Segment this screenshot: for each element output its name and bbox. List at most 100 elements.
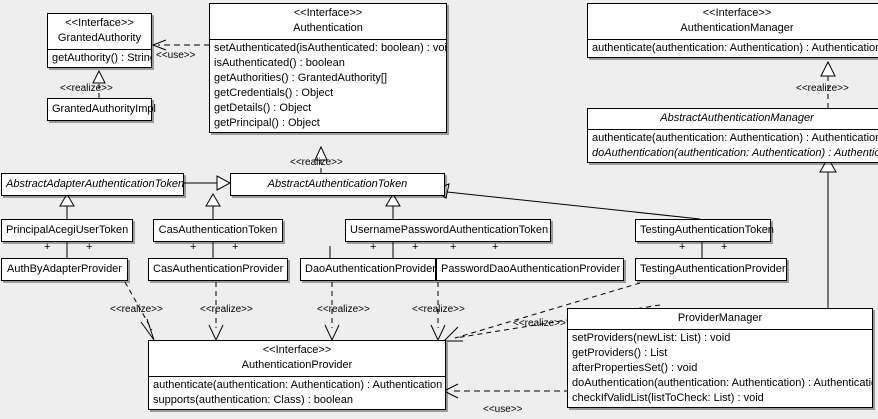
- operation: isAuthenticated() : boolean: [214, 57, 345, 69]
- divider: [210, 39, 446, 40]
- assoc-plus-1: +: [44, 241, 51, 253]
- operation: supports(authentication: Class) : boolea…: [153, 394, 353, 406]
- assoc-plus-6: +: [412, 241, 419, 253]
- class-header: <<Interface>> AuthenticationProvider: [149, 341, 445, 376]
- label-use-providermanager: <<use>>: [483, 404, 523, 415]
- operation: getAuthorities() : GrantedAuthority[]: [214, 72, 388, 84]
- operation: authenticate(authentication: Authenticat…: [592, 132, 878, 144]
- label-realize-providermanager: <<realize>>: [513, 318, 566, 329]
- class-header: AbstractAuthenticationManager: [588, 109, 878, 129]
- class-abstract-authentication-manager[interactable]: AbstractAuthenticationManager authentica…: [587, 108, 878, 163]
- class-name: CasAuthenticationProvider: [153, 263, 284, 275]
- divider: [149, 376, 445, 377]
- class-testing-authentication-provider[interactable]: TestingAuthenticationProvider: [635, 258, 787, 281]
- class-name: GrantedAuthorityImpl: [52, 103, 156, 115]
- class-abstract-adapter-authentication-token[interactable]: AbstractAdapterAuthenticationToken: [1, 173, 184, 196]
- class-authentication-provider[interactable]: <<Interface>> AuthenticationProvider aut…: [148, 340, 446, 410]
- operations-compartment: authenticate(authentication: Authenticat…: [588, 40, 878, 57]
- operation: getPrincipal() : Object: [214, 117, 320, 129]
- operation: setProviders(newList: List) : void: [572, 332, 731, 344]
- operation: afterPropertiesSet() : void: [572, 362, 698, 374]
- operations-compartment: setProviders(newList: List) : void getPr…: [568, 330, 872, 407]
- class-header: <<Interface>> AuthenticationManager: [588, 4, 878, 39]
- class-username-password-authentication-token[interactable]: UsernamePasswordAuthenticationToken: [345, 219, 551, 242]
- class-name: TestingAuthenticationProvider: [640, 263, 786, 275]
- operation: setAuthenticated(isAuthenticated: boolea…: [214, 42, 446, 54]
- class-cas-authentication-token[interactable]: CasAuthenticationToken: [153, 219, 283, 242]
- assoc-plus-7: +: [450, 241, 457, 253]
- operations-compartment: setAuthenticated(isAuthenticated: boolea…: [210, 40, 446, 132]
- class-cas-authentication-provider[interactable]: CasAuthenticationProvider: [148, 258, 288, 281]
- label-realize-authbyadapterprovider: <<realize>>: [110, 304, 163, 315]
- class-name: DaoAuthenticationProvider: [305, 263, 436, 275]
- class-header: AuthByAdapterProvider: [2, 259, 127, 280]
- class-header: UsernamePasswordAuthenticationToken: [346, 220, 550, 241]
- operation: authenticate(authentication: Authenticat…: [592, 42, 878, 54]
- label-realize-abstractauthenticationmanager: <<realize>>: [796, 83, 849, 94]
- class-abstract-authentication-token[interactable]: AbstractAuthenticationToken: [230, 173, 445, 196]
- assoc-plus-2: +: [86, 241, 93, 253]
- label-realize-daoauthenticationprovider: <<realize>>: [317, 304, 370, 315]
- assoc-plus-9: +: [679, 241, 686, 253]
- assoc-plus-3: +: [190, 241, 197, 253]
- divider: [588, 129, 878, 130]
- class-name: CasAuthenticationToken: [158, 224, 278, 236]
- class-authentication-manager[interactable]: <<Interface>> AuthenticationManager auth…: [587, 3, 878, 58]
- class-testing-authentication-token[interactable]: TestingAuthenticationToken: [635, 219, 774, 242]
- class-name: PasswordDaoAuthenticationProvider: [441, 263, 621, 275]
- operation: getCredentials() : Object: [214, 87, 334, 99]
- class-granted-authority[interactable]: <<Interface>> GrantedAuthority getAuthor…: [47, 13, 152, 68]
- class-name: GrantedAuthority: [57, 32, 142, 44]
- class-name: AuthenticationManager: [680, 22, 794, 34]
- operation: authenticate(authentication: Authenticat…: [153, 379, 443, 391]
- class-name: PrincipalAcegiUserToken: [6, 224, 129, 236]
- label-realize-abstractauthenticationtoken: <<realize>>: [290, 157, 343, 168]
- assoc-plus-5: +: [370, 241, 377, 253]
- operation: getAuthority() : String: [52, 52, 151, 64]
- divider: [568, 329, 872, 330]
- class-password-dao-authentication-provider[interactable]: PasswordDaoAuthenticationProvider: [436, 258, 624, 281]
- operation: doAuthentication(authentication: Authent…: [572, 377, 872, 389]
- class-name: ProviderManager: [677, 312, 763, 324]
- operation: getProviders() : List: [572, 347, 668, 359]
- class-granted-authority-impl[interactable]: GrantedAuthorityImpl: [47, 98, 156, 121]
- class-header: GrantedAuthorityImpl: [48, 99, 156, 120]
- divider: [48, 49, 151, 50]
- class-header: <<Interface>> Authentication: [210, 4, 446, 39]
- stereotype-interface: <<Interface>>: [702, 7, 772, 19]
- divider: [588, 39, 878, 40]
- stereotype-interface: <<Interface>>: [293, 7, 363, 19]
- class-principal-acegi-user-token[interactable]: PrincipalAcegiUserToken: [1, 219, 133, 242]
- operations-compartment: getAuthority() : String: [48, 50, 151, 67]
- operation: doAuthentication(authentication: Authent…: [592, 147, 878, 159]
- class-name: UsernamePasswordAuthenticationToken: [350, 224, 549, 236]
- operation: getDetails() : Object: [214, 102, 312, 114]
- class-name: Authentication: [293, 22, 363, 34]
- assoc-plus-8: +: [492, 241, 499, 253]
- class-header: CasAuthenticationToken: [154, 220, 282, 241]
- class-header: AbstractAdapterAuthenticationToken: [2, 174, 185, 195]
- class-auth-by-adapter-provider[interactable]: AuthByAdapterProvider: [1, 258, 128, 281]
- class-header: DaoAuthenticationProvider: [301, 259, 436, 280]
- class-authentication[interactable]: <<Interface>> Authentication setAuthenti…: [209, 3, 447, 133]
- class-header: PasswordDaoAuthenticationProvider: [437, 259, 623, 280]
- class-name: AbstractAuthenticationToken: [267, 178, 408, 190]
- class-name: AuthenticationProvider: [241, 359, 353, 371]
- class-header: CasAuthenticationProvider: [149, 259, 287, 280]
- operation: checkIfValidList(listToCheck: List) : vo…: [572, 392, 764, 404]
- operations-compartment: authenticate(authentication: Authenticat…: [588, 130, 878, 162]
- class-header: AbstractAuthenticationToken: [231, 174, 444, 195]
- class-header: TestingAuthenticationToken: [636, 220, 774, 241]
- class-name: AbstractAdapterAuthenticationToken: [6, 178, 185, 190]
- label-use-authentication-grantedauthority: <<use>>: [156, 50, 196, 61]
- class-dao-authentication-provider[interactable]: DaoAuthenticationProvider: [300, 258, 436, 281]
- class-name: TestingAuthenticationToken: [640, 224, 774, 236]
- label-realize-grantedauthorityimpl: <<realize>>: [60, 83, 113, 94]
- class-name: AbstractAuthenticationManager: [660, 112, 814, 124]
- class-name: AuthByAdapterProvider: [7, 263, 122, 275]
- class-provider-manager[interactable]: ProviderManager setProviders(newList: Li…: [567, 308, 873, 408]
- class-header: <<Interface>> GrantedAuthority: [48, 14, 151, 49]
- class-header: TestingAuthenticationProvider: [636, 259, 786, 280]
- stereotype-interface: <<Interface>>: [262, 344, 332, 356]
